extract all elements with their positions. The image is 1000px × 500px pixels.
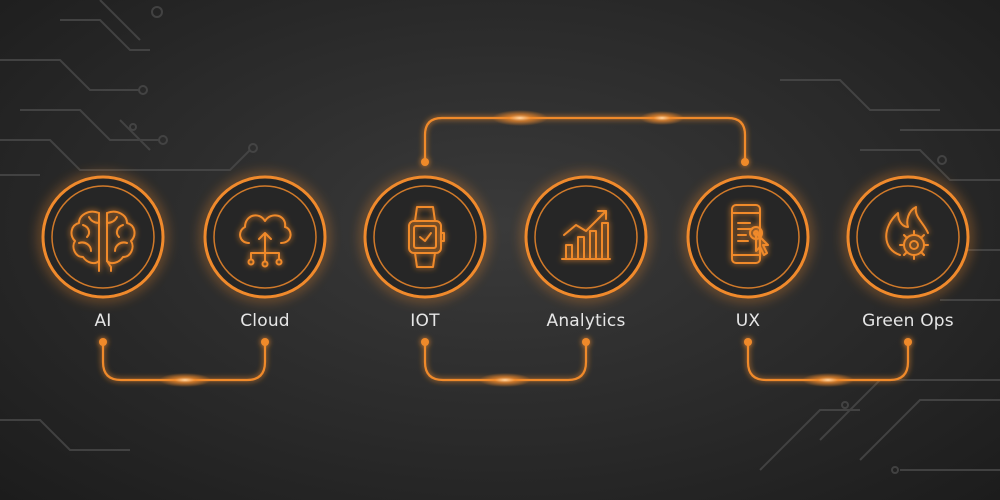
connector-top-iot-ux — [421, 116, 749, 166]
node-inner-ring — [51, 185, 155, 289]
growth-chart-icon — [561, 210, 611, 260]
smartwatch-icon — [408, 206, 445, 268]
node-circle-2 — [363, 175, 487, 299]
mobile-click-icon — [731, 204, 769, 264]
node-circle-4 — [686, 175, 810, 299]
node-inner-ring — [696, 185, 800, 289]
flame-gear-icon — [885, 206, 929, 260]
node-label: UX — [735, 311, 761, 331]
node-label: Cloud — [240, 311, 290, 331]
brain-icon — [70, 210, 136, 272]
glow-spark — [479, 373, 531, 387]
node-label: Analytics — [546, 311, 626, 331]
node-circle-0 — [41, 175, 165, 299]
glow-spark — [640, 111, 684, 125]
glow-spark — [492, 110, 548, 126]
node-inner-ring — [213, 185, 317, 289]
node-label: AI — [94, 311, 112, 331]
node-label: Green Ops — [862, 311, 954, 331]
node-inner-ring — [534, 185, 638, 289]
glow-spark — [159, 373, 211, 387]
node-circle-3 — [524, 175, 648, 299]
node-label: IOT — [410, 311, 440, 331]
cloud-upload-icon — [239, 214, 292, 268]
node-inner-ring — [856, 185, 960, 289]
glow-spark — [802, 373, 854, 387]
node-inner-ring — [373, 185, 477, 289]
background-circuit-lines — [0, 0, 1000, 474]
